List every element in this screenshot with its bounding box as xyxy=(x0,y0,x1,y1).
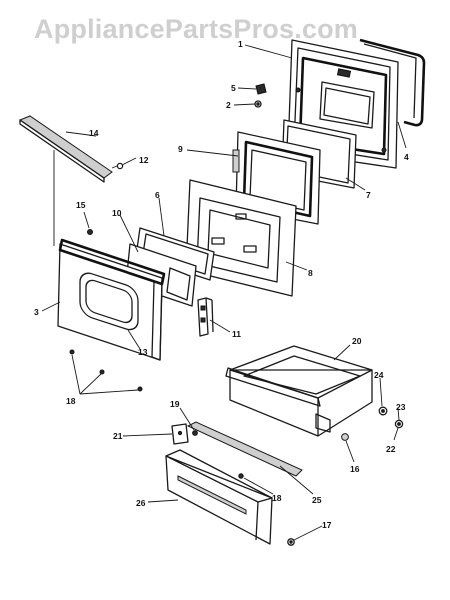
drawer-front-panel[interactable] xyxy=(165,449,273,545)
door-hinge[interactable] xyxy=(197,297,214,337)
screw-18-right[interactable] xyxy=(238,473,244,479)
callout-12: 12 xyxy=(139,155,149,165)
callout-24: 24 xyxy=(374,370,384,380)
screw-19[interactable] xyxy=(192,430,198,436)
callout-22: 22 xyxy=(386,444,396,454)
outer-oven-door[interactable] xyxy=(57,238,166,361)
callout-19: 19 xyxy=(170,399,180,409)
callout-4: 4 xyxy=(404,152,409,162)
callout-6: 6 xyxy=(155,190,160,200)
drawer-roller-23[interactable] xyxy=(394,419,404,429)
drawer-bracket[interactable] xyxy=(171,423,189,445)
callout-labels: 1 5 2 4 7 9 8 6 10 14 12 15 3 11 13 20 2… xyxy=(34,39,409,530)
callout-10: 10 xyxy=(112,208,122,218)
callout-8: 8 xyxy=(308,268,313,278)
callout-26: 26 xyxy=(136,498,146,508)
callout-3: 3 xyxy=(34,307,39,317)
callout-9: 9 xyxy=(178,144,183,154)
callout-7: 7 xyxy=(366,190,371,200)
callout-2: 2 xyxy=(226,100,231,110)
callout-18-left: 18 xyxy=(66,396,76,406)
callout-23: 23 xyxy=(396,402,406,412)
door-liner[interactable] xyxy=(185,179,297,297)
callout-15: 15 xyxy=(76,200,86,210)
watermark-text: AppliancePartsPros.com xyxy=(34,14,358,44)
bumper-16[interactable] xyxy=(341,433,349,441)
drawer-rail[interactable] xyxy=(186,421,303,477)
callout-5: 5 xyxy=(231,83,236,93)
door-handle[interactable] xyxy=(18,115,113,246)
screw-2[interactable] xyxy=(254,100,262,108)
callout-21: 21 xyxy=(113,431,123,441)
callout-17: 17 xyxy=(322,520,332,530)
leader-lines xyxy=(41,44,407,541)
callout-11: 11 xyxy=(232,329,241,339)
callout-20: 20 xyxy=(352,336,362,346)
callout-16: 16 xyxy=(350,464,360,474)
storage-drawer[interactable] xyxy=(225,345,373,437)
screws-18-left[interactable] xyxy=(69,349,143,392)
screw-17[interactable] xyxy=(287,538,295,546)
screw-12[interactable] xyxy=(111,162,124,170)
callout-14: 14 xyxy=(89,128,99,138)
drawer-roller-24[interactable] xyxy=(378,406,388,416)
callout-25: 25 xyxy=(312,495,322,505)
screw-15[interactable] xyxy=(87,229,93,235)
callout-1: 1 xyxy=(238,39,243,49)
callout-18-right: 18 xyxy=(272,493,282,503)
door-gasket[interactable] xyxy=(359,38,426,127)
callout-13: 13 xyxy=(138,347,148,357)
hinge-clip[interactable] xyxy=(255,83,267,95)
